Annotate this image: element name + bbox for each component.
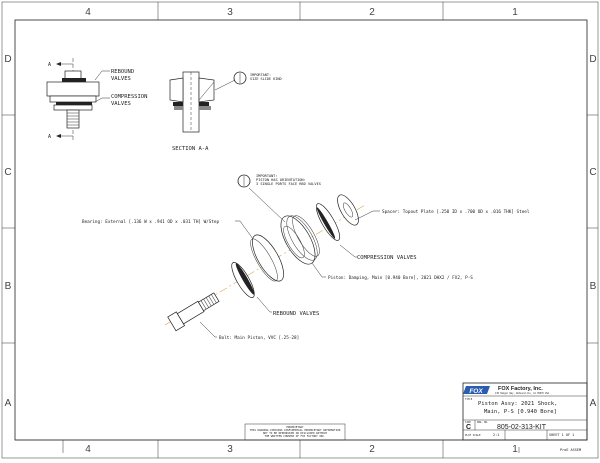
compression-label-2: VALVES (111, 101, 131, 107)
spacer-part (337, 194, 359, 226)
zone-row-a: A (5, 398, 12, 409)
bolt-part (167, 292, 220, 332)
section-note-2: SIZE SLIDE KIND (250, 77, 282, 81)
exploded-view: IMPORTANT: PISTON HAS ORIENTATION: 3 SIN… (82, 174, 530, 341)
notice-line: THE WRITTEN CONSENT OF FOX FACTORY INC. (265, 434, 326, 438)
title-line-2: Main, P-S [0.940 Bore] (484, 409, 557, 415)
fox-logo: FOX (463, 386, 490, 395)
notice-line: THIS DRAWING CONTAINS CONFIDENTIAL PROPR… (250, 428, 341, 432)
company-name: FOX Factory, Inc. (498, 386, 543, 392)
rebound-label-2: VALVES (111, 76, 131, 82)
notice-line: NOT TO BE REPRODUCED OR DISCLOSED WITHOU… (263, 431, 327, 435)
proprietary-notice: PROPRIETARY THIS DRAWING CONTAINS CONFID… (244, 423, 346, 441)
zone-labels: 4 3 2 1 4 3 2 1 D C B A D C B A (4, 7, 596, 455)
zone-col-4: 4 (85, 7, 91, 18)
scale-value: 2:1 (493, 433, 499, 437)
scale-label: PLOT SCALE (465, 433, 481, 437)
zone-row-d-right: D (589, 54, 596, 65)
zone-col-3: 3 (227, 7, 233, 18)
zone-col-1: 1 (512, 7, 518, 18)
callout-bearing: Bearing: External [.136 W x .941 OD x .0… (82, 219, 220, 225)
sheet-number: SHEET 1 OF 1 (549, 433, 574, 437)
dwg-no-label: DWG. NO. (477, 421, 489, 424)
zone-row-b-right: B (590, 281, 597, 292)
callout-rebound-valves: REBOUND VALVES (273, 311, 319, 317)
piston-part (280, 215, 320, 265)
drawing-number: 805-02-313-KIT (497, 424, 547, 431)
zone-col-3-bottom: 3 (227, 444, 233, 455)
zone-col-2-bottom: 2 (369, 444, 375, 455)
orientation-note-1: IMPORTANT: (256, 174, 278, 178)
callout-spacer: Spacer: Topout Plate [.250 ID x .700 OD … (382, 209, 530, 215)
section-marker-top: A (48, 62, 51, 68)
callout-bolt: Bolt: Main Piston, VVC [.25-28] (219, 335, 299, 341)
section-title: SECTION A-A (172, 146, 209, 152)
zone-col-1-bottom: 1 (512, 444, 518, 455)
zone-row-b: B (5, 281, 12, 292)
zone-col-4-bottom: 4 (85, 444, 91, 455)
title-label: TITLE (465, 398, 473, 401)
section-a-a-view: IMPORTANT: SIZE SLIDE KIND SECTION A-A (169, 71, 282, 152)
important-note-icon (237, 174, 251, 188)
section-note-1: IMPORTANT: (250, 73, 271, 77)
callout-compression-valves: COMPRESSION VALVES (357, 255, 417, 261)
zone-row-c: C (4, 167, 11, 178)
zone-row-a-right: A (590, 398, 597, 409)
compression-label-1: COMPRESSION (111, 94, 147, 100)
section-marker-bottom: A (48, 134, 51, 140)
callout-piston: Piston: Damping, Main [0.940 Bore], 2021… (328, 275, 473, 281)
company-address: 130 Hangar Way, Watsonville, CA 95076 US… (495, 392, 550, 395)
zone-ticks (2, 2, 598, 458)
title-line-1: Piston Assy: 2021 Shock, (478, 401, 557, 407)
important-note-icon (233, 71, 247, 85)
compression-valves-part (315, 203, 341, 241)
logo-text: FOX (469, 388, 483, 395)
size-label: SIZE (465, 421, 471, 424)
title-block: FOX FOX Factory, Inc. 130 Hangar Way, Wa… (15, 382, 588, 453)
piston-top-view: A A REBOUND VALVES COMPRESSION VALVES (46, 58, 147, 140)
zone-row-c-right: C (589, 167, 596, 178)
orientation-note-2: PISTON HAS ORIENTATION: (256, 178, 306, 182)
notice-line: PROPRIETARY (286, 425, 304, 429)
orientation-note-3: 3 SINGLE PORTS FACE RBD VALVES (256, 182, 321, 186)
rebound-label-1: REBOUND (111, 69, 134, 75)
zone-row-d: D (4, 54, 11, 65)
zone-col-2: 2 (369, 7, 375, 18)
size-value: C (466, 424, 471, 431)
footer-proe-assem: ProE ASSEM (560, 448, 581, 452)
